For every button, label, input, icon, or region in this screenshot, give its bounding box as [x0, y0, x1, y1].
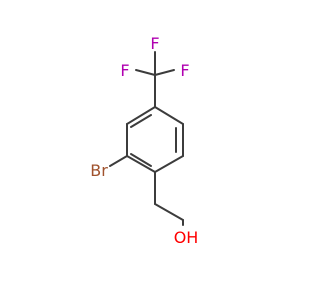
chain-bond-2 [154, 203, 184, 221]
fluorine-left-label: F [120, 61, 129, 80]
ring-bond-6 [126, 106, 156, 125]
fluorine-right-label: F [180, 61, 189, 80]
bromine-label: Br [90, 161, 108, 180]
ring-double-bond-3 [130, 114, 152, 128]
cf-bond-right [154, 69, 175, 76]
ring-double-bond-2 [130, 153, 152, 167]
ring-bond-4 [126, 155, 156, 173]
structure-canvas: F F F Br OH [90, 34, 199, 247]
ring-bond-3 [154, 155, 184, 173]
fluorine-top-label: F [150, 34, 159, 53]
ring-bond-1 [154, 106, 184, 125]
cf-bond-left [135, 69, 156, 76]
hydroxyl-label: OH [174, 228, 199, 247]
molecule-diagram: F F F Br OH [90, 34, 199, 247]
br-bond [109, 155, 128, 167]
